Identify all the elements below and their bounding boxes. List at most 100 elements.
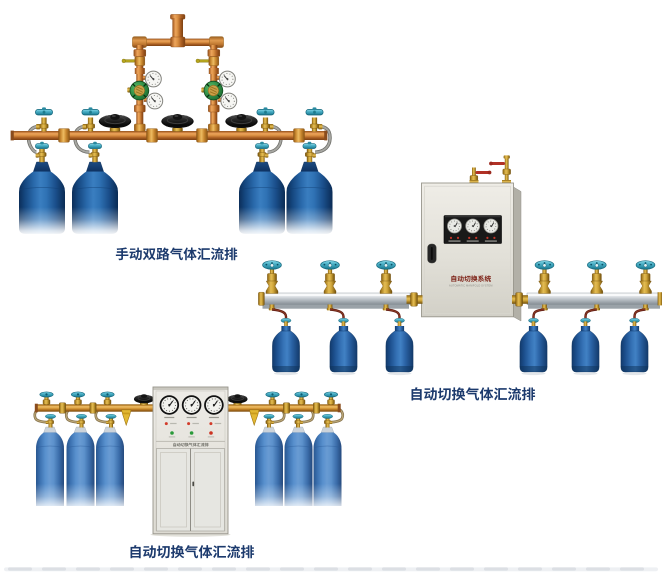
indicator-light-red <box>449 236 453 239</box>
product-auto-switch-wall-manifold: 自动切换系统 AUTOMATIC MANIFOLD SYSTEM <box>258 155 662 376</box>
pigtail-hose-highlight <box>585 309 597 319</box>
indicator-light-red <box>475 236 478 239</box>
valve-base <box>502 180 511 184</box>
pressure-gauge <box>220 92 238 110</box>
panel-label-row <box>448 240 461 242</box>
pipe-coupling <box>58 128 70 143</box>
indicator-light-red <box>456 236 460 239</box>
divider-dash <box>552 567 576 571</box>
indicator-label <box>170 422 177 425</box>
rail-under <box>262 304 409 309</box>
rail-under <box>528 304 660 309</box>
pressure-gauge <box>146 92 164 110</box>
pipe-collar <box>208 104 220 113</box>
rail-highlight <box>527 294 661 296</box>
valve-body <box>134 56 146 66</box>
gas-cylinder <box>36 427 64 506</box>
divider-dash <box>484 567 508 571</box>
cabinet-top-strip <box>153 387 228 391</box>
pipe-coupling <box>283 402 290 414</box>
nameplate-en-text: AUTOMATIC MANIFOLD SYSTEM <box>449 284 493 288</box>
cabinet-front <box>421 182 514 318</box>
indicator-light-red <box>164 422 168 426</box>
door-inset <box>194 452 221 528</box>
divider-dash <box>348 567 372 571</box>
regulator-branch <box>121 45 164 132</box>
valve-bonnet <box>502 168 511 175</box>
header-pipe-end <box>337 403 341 413</box>
pipe-collar <box>134 104 146 113</box>
divider-dash <box>416 567 440 571</box>
gas-cylinder <box>255 427 283 506</box>
lever-tip <box>195 58 200 63</box>
divider-dash <box>178 567 202 571</box>
cabinet-inner-frame <box>424 185 511 314</box>
divider-dash <box>314 567 338 571</box>
hose-elbow <box>269 124 274 130</box>
panel-gauge <box>465 218 481 234</box>
divider-dash <box>382 567 406 571</box>
panel-divider <box>156 440 225 442</box>
gas-cylinder <box>67 427 95 506</box>
panel-gauge <box>447 218 462 234</box>
divider-dash <box>450 567 474 571</box>
gauge-label <box>164 416 175 419</box>
red-lever <box>475 171 490 174</box>
indicator-light-red <box>209 422 213 426</box>
gas-cylinder <box>314 427 342 506</box>
indicator-light-red <box>468 236 471 239</box>
indicator-light-red <box>187 422 191 426</box>
hose-elbow <box>318 124 323 130</box>
gas-cylinder <box>96 427 124 506</box>
divider-dash <box>586 567 610 571</box>
base-nut <box>208 123 220 132</box>
divider-dash <box>42 567 66 571</box>
indicator-light <box>209 431 213 435</box>
connector-nut <box>515 292 523 307</box>
indicator-label <box>207 436 215 438</box>
panel-label-row <box>484 240 497 242</box>
divider-dash <box>144 567 168 571</box>
red-lever-tip <box>487 170 492 175</box>
pipe-collar <box>207 49 221 57</box>
divider-dash <box>246 567 270 571</box>
pressure-regulator <box>202 80 224 102</box>
pigtail-hose-highlight <box>385 309 400 319</box>
indicator-light <box>189 431 194 435</box>
divider-dash <box>76 567 100 571</box>
indicator-label <box>192 422 199 425</box>
header-pipe-end <box>324 130 328 141</box>
divider-dash <box>110 567 134 571</box>
indicator-light-red <box>493 236 496 239</box>
tee-joint <box>170 36 186 48</box>
gauge-label <box>208 416 219 419</box>
panel-label-row <box>466 240 479 242</box>
outlet-pipe <box>172 18 183 42</box>
pigtail-hose-highlight <box>315 125 331 154</box>
divider-dash <box>212 567 236 571</box>
rail-highlight <box>262 294 410 296</box>
pigtail-hose-highlight <box>271 309 287 319</box>
pigtail-hose-highlight <box>533 309 545 319</box>
indicator-light-red <box>486 236 489 239</box>
gas-cylinder <box>285 427 313 506</box>
pipe-collar <box>133 49 147 57</box>
panel-gauge <box>203 394 225 416</box>
divider-dash <box>8 567 32 571</box>
hose-elbow <box>82 124 87 130</box>
divider-dash <box>518 567 542 571</box>
valve-body <box>208 56 220 66</box>
pressure-regulator <box>128 80 150 102</box>
keyhole <box>192 481 195 487</box>
panel-highlight <box>445 216 501 218</box>
pipe-collar <box>208 68 219 74</box>
pipe-coupling <box>293 128 305 143</box>
indicator-label <box>188 436 195 438</box>
valve-base <box>469 180 479 184</box>
lever-tip <box>121 58 126 63</box>
divider-dash <box>620 567 644 571</box>
pipe-coupling <box>89 402 97 414</box>
bottom-divider-strip <box>4 567 658 572</box>
purge-fitting-ring <box>251 412 258 415</box>
